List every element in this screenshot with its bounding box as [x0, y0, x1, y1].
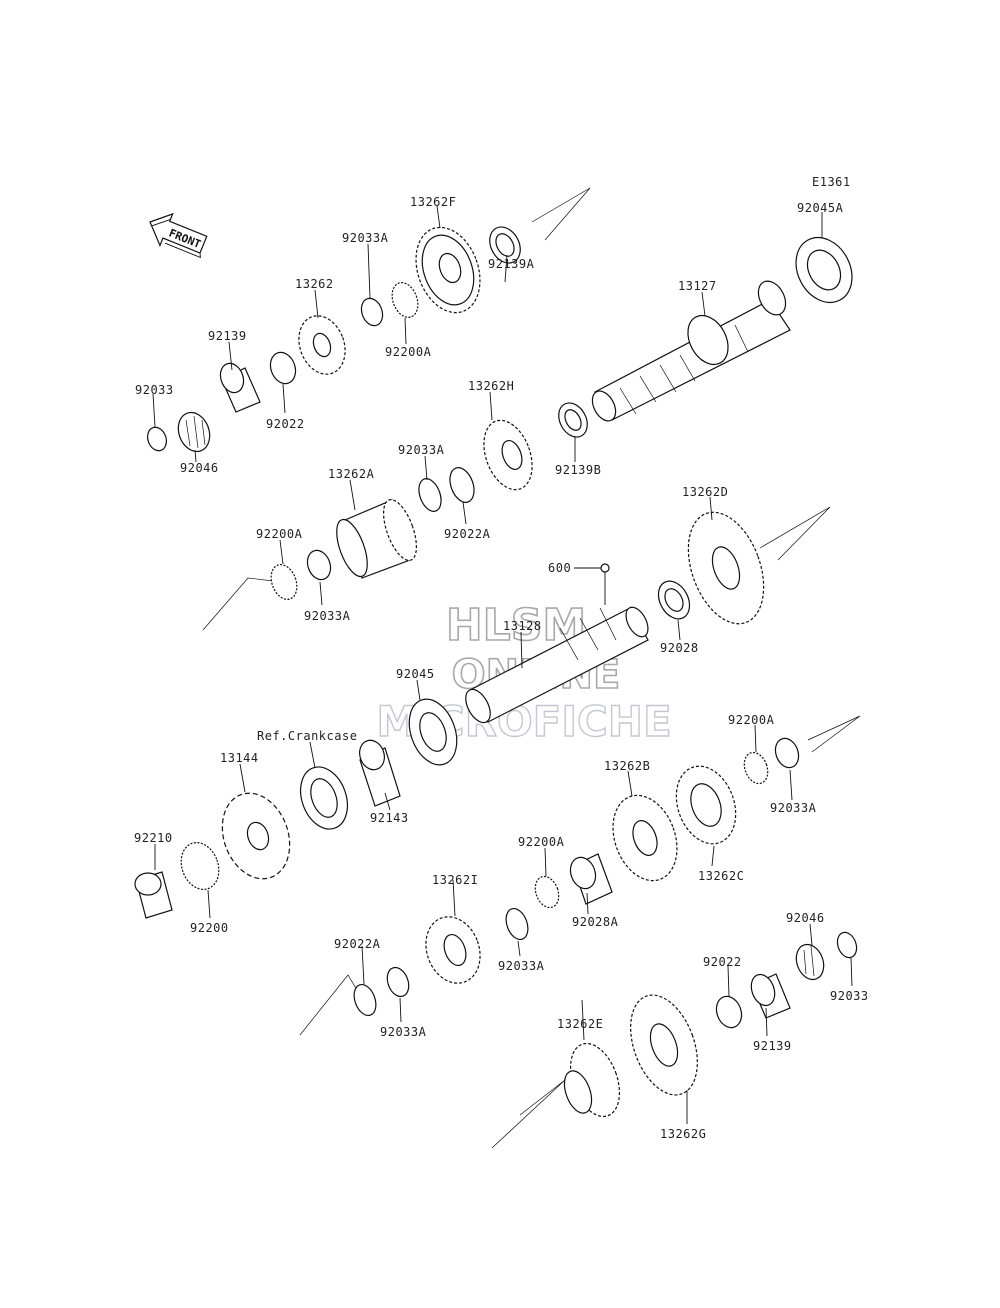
- label-13262c[interactable]: 13262C: [698, 869, 744, 883]
- label-92033-1[interactable]: 92033: [135, 383, 174, 397]
- clip-92033a-bottom: [386, 966, 410, 998]
- gear-13262a: [336, 499, 418, 579]
- gear-13262e: [563, 1042, 621, 1118]
- bushing-92139a: [489, 226, 521, 264]
- label-92028a[interactable]: 92028A: [572, 915, 619, 929]
- bushing-92139-bottom: [750, 973, 791, 1019]
- label-92028[interactable]: 92028: [660, 641, 699, 655]
- label-92139a[interactable]: 92139A: [488, 257, 535, 271]
- label-92200a-4[interactable]: 92200A: [518, 835, 565, 849]
- label-leaders: [152, 205, 853, 1124]
- gear-13262d: [687, 511, 765, 625]
- label-92200a-1[interactable]: 92200A: [385, 345, 432, 359]
- label-92033a-6[interactable]: 92033A: [380, 1025, 427, 1039]
- label-92200a-2[interactable]: 92200A: [256, 527, 303, 541]
- label-92022-1[interactable]: 92022: [266, 417, 305, 431]
- gear-13262f: [415, 226, 481, 314]
- clip-92033a-right: [774, 737, 800, 769]
- assembly-600-marker: [574, 563, 610, 605]
- label-92210[interactable]: 92210: [134, 831, 173, 845]
- label-92033a-1[interactable]: 92033A: [342, 231, 389, 245]
- clip-92033a-top: [360, 297, 384, 327]
- sprocket-13144: [221, 792, 291, 880]
- washer-92200: [180, 842, 220, 890]
- clip-92033-top: [146, 426, 168, 452]
- label-92139-1[interactable]: 92139: [208, 329, 247, 343]
- bearing-92045a: [795, 236, 853, 304]
- washer-92200a-right: [743, 751, 769, 785]
- label-13128[interactable]: 13128: [503, 619, 542, 633]
- label-92033a-2[interactable]: 92033A: [398, 443, 445, 457]
- washer-92022-top: [269, 351, 297, 385]
- label-92143[interactable]: 92143: [370, 811, 409, 825]
- label-600[interactable]: 600: [548, 561, 571, 575]
- label-92022a-1[interactable]: 92022A: [444, 527, 491, 541]
- washer-92200a-low: [534, 875, 560, 909]
- front-direction-arrow: FRONT: [149, 212, 208, 259]
- washer-92200a-mid: [270, 563, 298, 601]
- clip-92033-bottom: [836, 931, 858, 959]
- gear-13262b: [612, 794, 678, 882]
- label-13262e[interactable]: 13262E: [557, 1017, 603, 1031]
- label-92033a-5[interactable]: 92033A: [498, 959, 545, 973]
- label-92045[interactable]: 92045: [396, 667, 435, 681]
- washer-92022-bottom: [715, 995, 743, 1029]
- label-13262g[interactable]: 13262G: [660, 1127, 706, 1141]
- clip-92033a-mid: [418, 478, 442, 512]
- label-92200a-3[interactable]: 92200A: [728, 713, 775, 727]
- label-13127[interactable]: 13127: [678, 279, 717, 293]
- label-92033a-4[interactable]: 92033A: [770, 801, 817, 815]
- label-92139-2[interactable]: 92139: [753, 1039, 792, 1053]
- gear-13262c: [675, 765, 737, 845]
- label-13262h[interactable]: 13262H: [468, 379, 514, 393]
- label-13262f[interactable]: 13262F: [410, 195, 456, 209]
- output-shaft-13127: [591, 280, 791, 422]
- label-ref-crankcase[interactable]: Ref.Crankcase: [257, 729, 357, 743]
- clip-92033a-mid2: [306, 549, 332, 581]
- bushing-92028: [657, 580, 691, 620]
- bearing-92045: [408, 698, 458, 766]
- label-13262a[interactable]: 13262A: [328, 467, 375, 481]
- watermark-line1: HLSM: [446, 600, 586, 651]
- bearing-92046-bottom: [795, 943, 825, 981]
- washer-92022a-mid: [449, 467, 475, 503]
- label-13144[interactable]: 13144: [220, 751, 259, 765]
- gear-13262g: [630, 994, 698, 1096]
- bearing-92028a: [569, 853, 613, 905]
- label-13262i[interactable]: 13262I: [432, 873, 478, 887]
- diagram-code: E1361: [812, 175, 851, 189]
- gear-13262h: [483, 419, 533, 491]
- input-shaft-13128: [465, 606, 649, 724]
- label-13262d[interactable]: 13262D: [682, 485, 728, 499]
- bushing-92139-top: [219, 362, 261, 413]
- bushing-92139b: [558, 402, 588, 438]
- part-labels: E1361 92045A 13262F 92033A 13262 92139A …: [134, 175, 869, 1141]
- label-92022a-2[interactable]: 92022A: [334, 937, 381, 951]
- bearing-92046-top: [177, 411, 211, 453]
- label-92033a-3[interactable]: 92033A: [304, 609, 351, 623]
- washer-92200a-top: [391, 281, 419, 319]
- nut-92210: [134, 871, 173, 919]
- label-92033-2[interactable]: 92033: [830, 989, 869, 1003]
- washer-92022a-low: [353, 983, 377, 1017]
- label-92139b[interactable]: 92139B: [555, 463, 601, 477]
- label-92046-2[interactable]: 92046: [786, 911, 825, 925]
- label-13262b[interactable]: 13262B: [604, 759, 650, 773]
- label-92045a[interactable]: 92045A: [797, 201, 844, 215]
- oil-seal-crankcase: [300, 766, 348, 830]
- label-92200[interactable]: 92200: [190, 921, 229, 935]
- collar-92143: [359, 739, 401, 807]
- label-92046-1[interactable]: 92046: [180, 461, 219, 475]
- gear-13262: [298, 315, 346, 375]
- gear-13262i: [425, 916, 481, 984]
- clip-92033a-low: [505, 907, 529, 941]
- label-13262[interactable]: 13262: [295, 277, 334, 291]
- label-92022-2[interactable]: 92022: [703, 955, 742, 969]
